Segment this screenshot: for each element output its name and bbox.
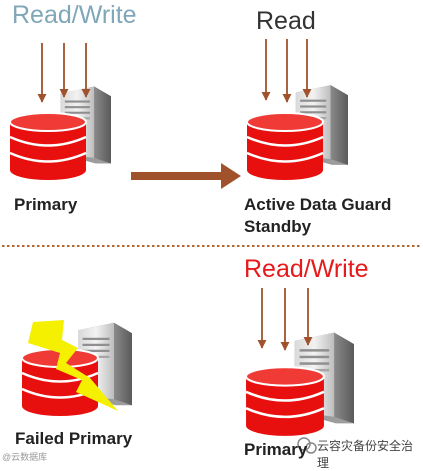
watermark-right: 云容灾备份安全治理 — [300, 437, 423, 471]
standby-read-arrows — [261, 39, 312, 103]
read-write-label-bottom: Read/Write — [244, 255, 369, 283]
watermark-right-text: 云容灾备份安全治理 — [317, 439, 414, 470]
standby-node — [245, 85, 348, 182]
read-label: Read — [256, 7, 316, 35]
watermark-left: @云数据库 — [2, 450, 47, 463]
database-icon — [244, 365, 326, 438]
wechat-logo-icon — [297, 437, 317, 454]
standby-label-line2: Standby — [244, 217, 312, 236]
top-primary-io-arrows — [37, 43, 91, 103]
primary-label-bottom: Primary — [244, 440, 308, 459]
failed-primary-label: Failed Primary — [15, 429, 133, 448]
lightning-icon — [28, 320, 118, 411]
database-icon — [8, 111, 88, 182]
arrow-right-icon — [131, 163, 241, 189]
watermark-left-text: @云数据库 — [2, 452, 48, 462]
read-write-label-top: Read/Write — [12, 1, 137, 29]
failed-primary-node — [20, 320, 132, 418]
standby-label-line1: Active Data Guard — [244, 195, 392, 214]
database-icon — [245, 111, 325, 182]
bottom-primary-io-arrows — [257, 288, 313, 351]
top-primary-node — [8, 86, 111, 182]
bottom-primary-node — [244, 332, 354, 438]
primary-label-top: Primary — [14, 195, 78, 214]
